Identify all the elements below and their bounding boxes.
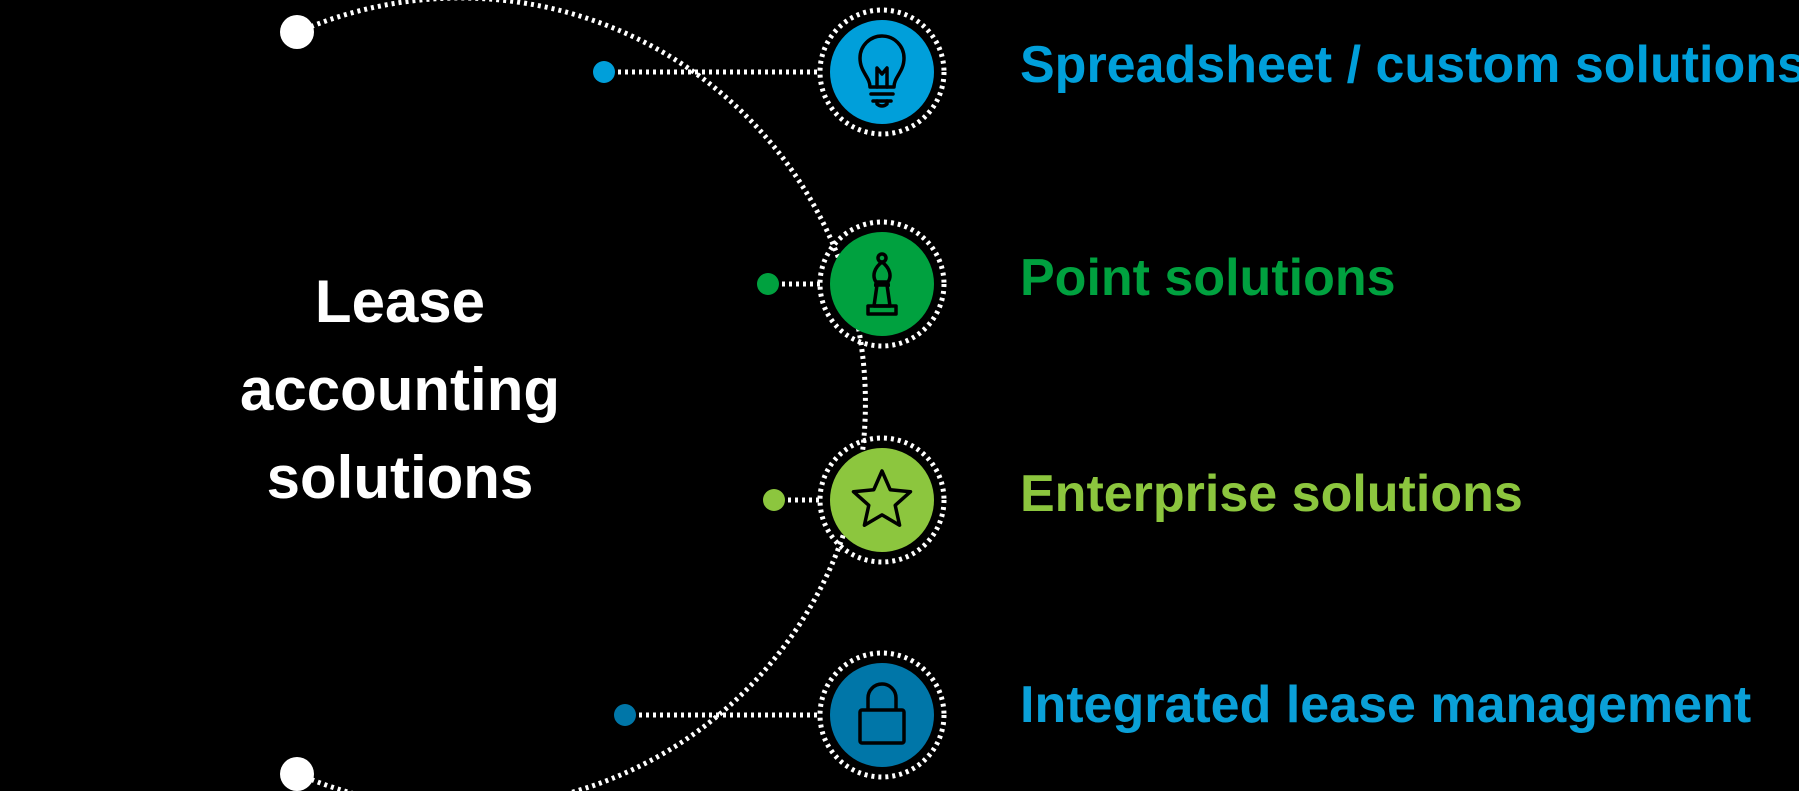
star-icon xyxy=(851,469,913,527)
arc-start-dot xyxy=(280,15,314,49)
icon-badge-1 xyxy=(817,7,947,137)
item-label-integrated: Integrated lease management xyxy=(1020,676,1752,734)
item-label-enterprise: Enterprise solutions xyxy=(1020,465,1523,523)
lightbulb-icon xyxy=(858,34,906,108)
connector-dot-3 xyxy=(763,489,785,511)
icon-badge-2 xyxy=(817,219,947,349)
title-line-1: Lease xyxy=(314,268,486,335)
padlock-icon xyxy=(858,682,906,745)
connector-dot-1 xyxy=(593,61,615,83)
title-line-3: solutions xyxy=(266,444,534,511)
connector-dot-2 xyxy=(757,273,779,295)
item-label-point: Point solutions xyxy=(1020,249,1396,307)
connector-dot-4 xyxy=(614,704,636,726)
chess-bishop-icon xyxy=(866,252,898,316)
arc-end-dot xyxy=(280,757,314,791)
icon-badge-4 xyxy=(817,650,947,780)
item-label-spreadsheet: Spreadsheet / custom solutions xyxy=(1020,36,1799,94)
diagram-title: Lease accounting solutions xyxy=(190,258,610,522)
icon-badge-3 xyxy=(817,435,947,565)
title-line-2: accounting xyxy=(239,356,560,423)
